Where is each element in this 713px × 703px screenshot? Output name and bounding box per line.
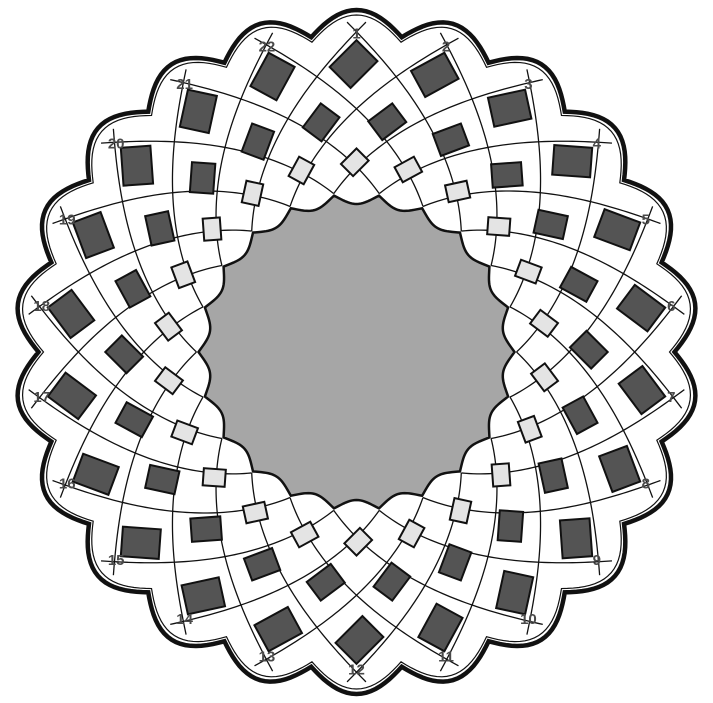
sector-number-5: 5 (642, 211, 650, 228)
dark-square[interactable] (145, 465, 179, 494)
sector-number-10: 10 (520, 611, 537, 628)
sector-number-2: 2 (442, 38, 450, 55)
sector-number-14: 14 (176, 611, 193, 628)
dark-square[interactable] (534, 210, 568, 239)
light-square[interactable] (203, 468, 226, 487)
sector-number-6: 6 (667, 298, 675, 315)
dark-square[interactable] (539, 458, 568, 492)
dark-square[interactable] (498, 510, 523, 542)
light-square[interactable] (445, 181, 470, 202)
sector-number-21: 21 (176, 76, 193, 93)
sector-number-18: 18 (33, 298, 50, 315)
dark-square[interactable] (491, 162, 523, 187)
light-square[interactable] (487, 217, 510, 236)
sector-number-22: 22 (259, 38, 276, 55)
sector-number-8: 8 (642, 476, 650, 493)
light-square[interactable] (203, 217, 222, 240)
sector-number-9: 9 (593, 552, 601, 569)
sector-number-15: 15 (108, 552, 125, 569)
light-square[interactable] (242, 181, 263, 206)
sector-number-17: 17 (33, 389, 50, 406)
sector-number-11: 11 (438, 649, 454, 666)
sector-number-16: 16 (59, 476, 76, 493)
sector-number-12: 12 (348, 662, 365, 679)
sector-number-7: 7 (667, 389, 675, 406)
dark-square[interactable] (121, 527, 161, 559)
dark-square[interactable] (145, 211, 174, 245)
dark-square[interactable] (190, 162, 215, 194)
sector-number-4: 4 (593, 135, 602, 152)
sector-number-20: 20 (108, 135, 125, 152)
dark-square[interactable] (552, 145, 592, 177)
dark-square[interactable] (121, 146, 153, 186)
sector-number-13: 13 (259, 649, 276, 666)
dark-square[interactable] (560, 518, 592, 558)
sector-number-1: 1 (352, 26, 360, 43)
dark-square[interactable] (190, 516, 222, 541)
sector-number-19: 19 (59, 211, 76, 228)
sector-number-3: 3 (524, 76, 532, 93)
light-square[interactable] (492, 463, 511, 486)
light-square[interactable] (450, 498, 471, 523)
light-square[interactable] (243, 502, 268, 523)
